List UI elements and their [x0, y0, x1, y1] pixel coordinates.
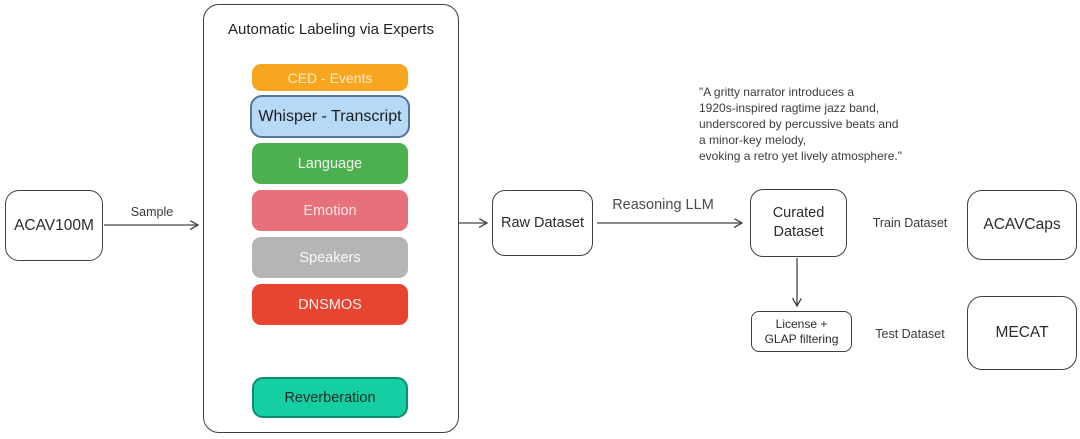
node-mecat: MECAT — [967, 296, 1077, 370]
quote-line: a minor-key melody, — [699, 133, 807, 147]
test-dataset-label: Test Dataset — [875, 327, 945, 341]
quote-line: underscored by percussive beats and — [699, 117, 899, 131]
caption-example-quote: "A gritty narrator introduces a 1920s-in… — [699, 84, 939, 164]
quote-line: 1920s-inspired ragtime jazz band, — [699, 101, 880, 115]
pill-ced-events: CED - Events — [252, 64, 408, 91]
node-acavcaps: ACAVCaps — [967, 190, 1077, 260]
train-dataset-label: Train Dataset — [872, 216, 948, 230]
pill-speakers: Speakers — [252, 237, 408, 278]
pill-whisper-transcript: Whisper - Transcript — [250, 95, 410, 138]
quote-line: "A gritty narrator introduces a — [699, 85, 854, 99]
pill-emotion: Emotion — [252, 190, 408, 231]
reasoning-llm-label: Reasoning LLM — [612, 197, 714, 213]
node-raw-dataset: Raw Dataset — [492, 190, 593, 256]
pill-language: Language — [252, 143, 408, 184]
node-acav100m: ACAV100M — [5, 190, 103, 261]
sample-arrow-label: Sample — [130, 205, 174, 219]
quote-line: evoking a retro yet lively atmosphere." — [699, 149, 903, 163]
pill-dnsmos: DNSMOS — [252, 284, 408, 325]
node-curated-dataset: Curated Dataset — [750, 189, 847, 257]
experts-title: Automatic Labeling via Experts — [228, 21, 434, 38]
node-license-glap-filtering: License + GLAP filtering — [751, 311, 852, 352]
pill-reverberation: Reverberation — [252, 377, 408, 418]
